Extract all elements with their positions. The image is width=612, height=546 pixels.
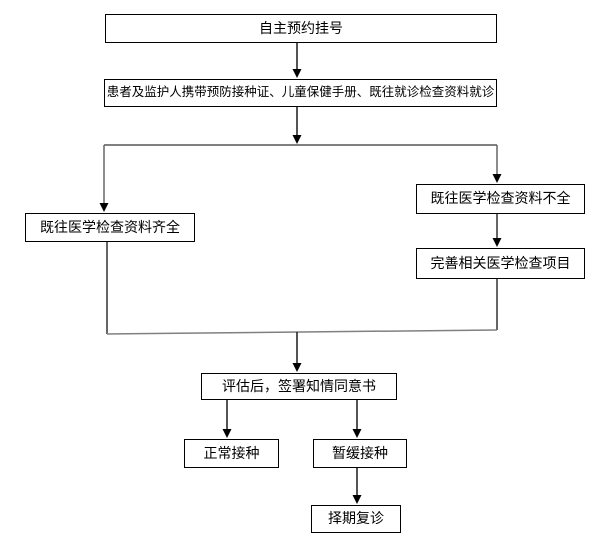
arrow-down-icon — [99, 203, 109, 212]
arrow-down-icon — [492, 238, 502, 247]
arrow-postpone-to-reschedule — [352, 468, 362, 504]
flow-node-sign-consent: 评估后，签署知情同意书 — [201, 373, 397, 400]
arrow-incomplete-to-exams — [492, 214, 502, 247]
flow-node-complete-exams: 完善相关医学检查项目 — [416, 248, 585, 279]
arrow-down-icon — [292, 135, 302, 144]
flow-node-reschedule-visit-label: 择期复诊 — [328, 510, 384, 527]
arrow-register-to-docs — [292, 43, 302, 78]
flow-node-register: 自主预约挂号 — [105, 14, 497, 43]
arrow-down-icon — [292, 363, 302, 372]
flow-node-docs-incomplete-label: 既往医学检查资料不全 — [430, 190, 571, 207]
arrow-down-icon — [222, 429, 232, 438]
flow-node-docs-complete: 既往医学检查资料齐全 — [25, 213, 195, 242]
flow-node-docs-incomplete: 既往医学检查资料不全 — [416, 184, 585, 214]
flow-node-reschedule-visit: 择期复诊 — [311, 505, 401, 533]
flow-node-complete-exams-label: 完善相关医学检查项目 — [430, 254, 571, 271]
arrow-down-icon — [352, 495, 362, 504]
arrow-branch-to-complete — [99, 145, 109, 212]
arrow-branch-to-incomplete — [492, 145, 502, 183]
flow-node-docs-complete-label: 既往医学检查资料齐全 — [40, 218, 180, 235]
flow-node-normal-vaccination-label: 正常接种 — [203, 444, 260, 461]
arrow-down-icon — [492, 174, 502, 183]
flow-node-register-label: 自主预约挂号 — [259, 19, 343, 36]
flow-node-bring-docs: 患者及监护人携带预防接种证、儿童保健手册、既往就诊检查资料就诊 — [104, 79, 497, 107]
arrow-merge-to-consent — [292, 332, 302, 372]
flow-node-sign-consent-label: 评估后，签署知情同意书 — [222, 377, 376, 394]
arrow-consent-to-normal — [222, 400, 232, 438]
arrow-down-icon — [352, 429, 362, 438]
flow-node-bring-docs-label: 患者及监护人携带预防接种证、儿童保健手册、既往就诊检查资料就诊 — [106, 85, 495, 100]
arrow-docs-to-branch — [292, 107, 302, 144]
flow-node-normal-vaccination: 正常接种 — [184, 439, 279, 468]
arrow-down-icon — [292, 69, 302, 78]
arrow-consent-to-postpone — [352, 400, 362, 438]
flow-node-postpone-vaccination: 暂缓接种 — [313, 439, 407, 468]
merge-bar — [106, 329, 498, 335]
flow-node-postpone-vaccination-label: 暂缓接种 — [332, 444, 388, 461]
